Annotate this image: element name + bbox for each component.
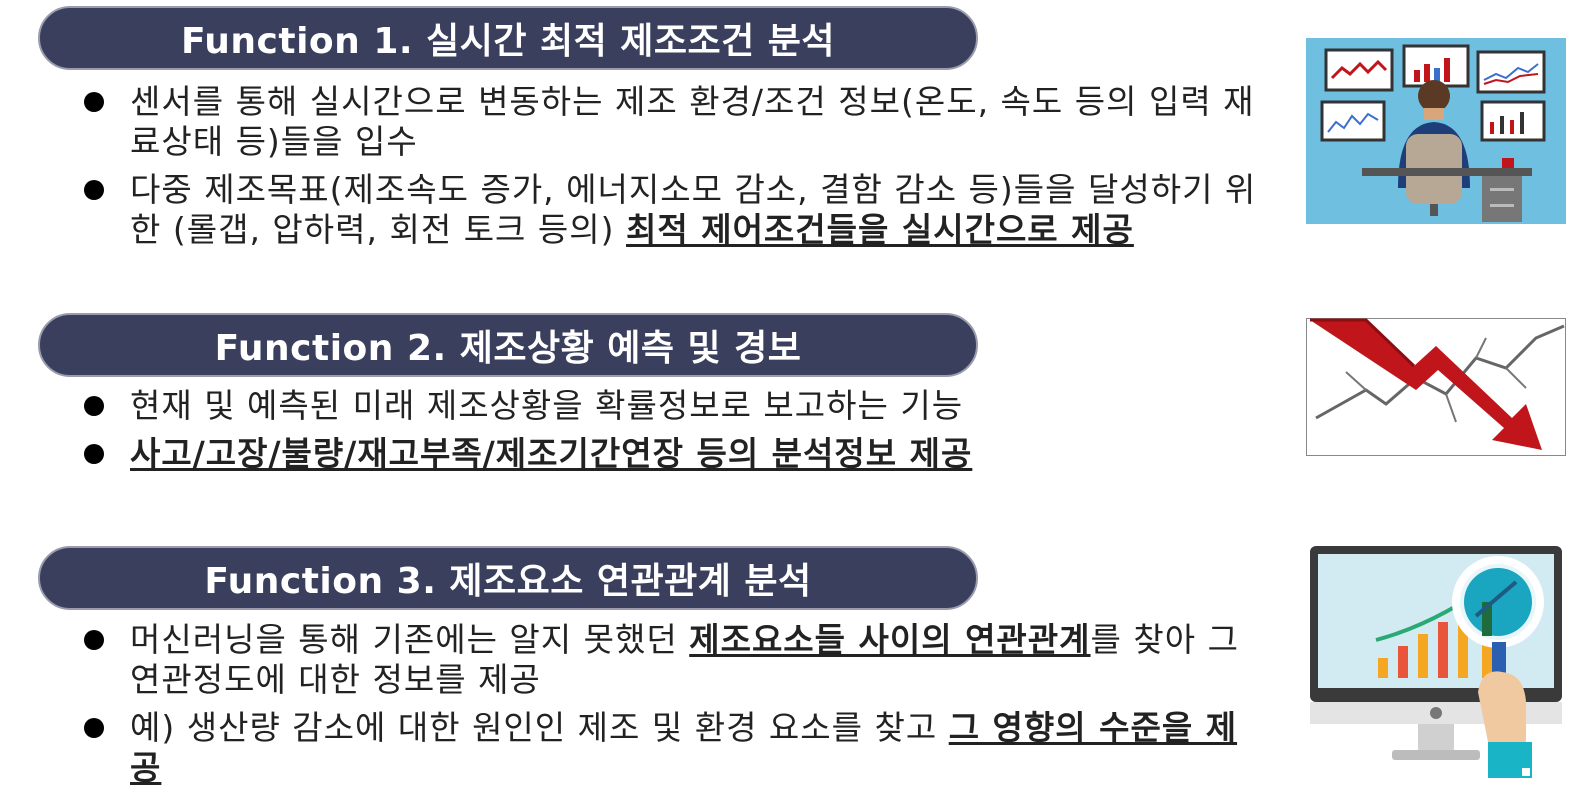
section-1-title: Function 1. 실시간 최적 제조조건 분석: [180, 21, 836, 62]
bullet-text: 현재 및 예측된 미래 제조상황을 확률정보로 보고하는 기능: [130, 386, 964, 425]
monitor-magnifier-chart-icon: [1310, 546, 1562, 778]
list-item: 다중 제조목표(제조속도 증가, 에너지소모 감소, 결함 감소 등)들을 달성…: [80, 170, 1265, 250]
section-2-bullets: 현재 및 예측된 미래 제조상황을 확률정보로 보고하는 기능 사고/고장/불량…: [80, 386, 1265, 482]
section-3-bullets: 머신러닝을 통해 기존에는 알지 못했던 제조요소들 사이의 연관관계를 찾아 …: [80, 620, 1265, 796]
bullet-highlight: 그 영향의 수준을 제공: [130, 708, 1238, 787]
bullet-text: 머신러닝을 통해 기존에는 알지 못했던: [130, 620, 690, 659]
section-2-title: Function 2. 제조상황 예측 및 경보: [214, 328, 802, 369]
bullet-highlight: 제조요소들 사이의 연관관계: [689, 620, 1091, 659]
section-1-bullets: 센서를 통해 실시간으로 변동하는 제조 환경/조건 정보(온도, 속도 등의 …: [80, 82, 1265, 258]
section-3-title: Function 3. 제조요소 연관관계 분석: [204, 561, 812, 602]
falling-arrow-crack-icon: [1306, 318, 1566, 456]
list-item: 센서를 통해 실시간으로 변동하는 제조 환경/조건 정보(온도, 속도 등의 …: [80, 82, 1265, 162]
list-item: 예) 생산량 감소에 대한 원인인 제조 및 환경 요소를 찾고 그 영향의 수…: [80, 708, 1265, 788]
bullet-text-tail: 를 찾아 그 연관정도에 대한 정보를 제공: [130, 620, 1239, 699]
bullet-highlight: 최적 제어조건들을 실시간으로 제공: [626, 210, 1134, 249]
analyst-at-monitors-icon: [1306, 38, 1566, 224]
section-1-header: Function 1. 실시간 최적 제조조건 분석: [38, 6, 978, 70]
bullet-highlight: 사고/고장/불량/재고부족/제조기간연장 등의 분석정보 제공: [130, 434, 973, 473]
bullet-dot-icon: [84, 92, 104, 112]
bullet-dot-icon: [84, 396, 104, 416]
bullet-dot-icon: [84, 630, 104, 650]
bullet-dot-icon: [84, 718, 104, 738]
bullet-dot-icon: [84, 444, 104, 464]
bullet-text: 예) 생산량 감소에 대한 원인인 제조 및 환경 요소를 찾고: [130, 708, 949, 747]
list-item: 현재 및 예측된 미래 제조상황을 확률정보로 보고하는 기능: [80, 386, 1265, 426]
section-2-header: Function 2. 제조상황 예측 및 경보: [38, 313, 978, 377]
bullet-text: 센서를 통해 실시간으로 변동하는 제조 환경/조건 정보(온도, 속도 등의 …: [130, 82, 1255, 161]
bullet-dot-icon: [84, 180, 104, 200]
list-item: 사고/고장/불량/재고부족/제조기간연장 등의 분석정보 제공: [80, 434, 1265, 474]
list-item: 머신러닝을 통해 기존에는 알지 못했던 제조요소들 사이의 연관관계를 찾아 …: [80, 620, 1265, 700]
bullet-text: 다중 제조목표(제조속도 증가, 에너지소모 감소, 결함 감소 등)들을 달성…: [130, 170, 1257, 249]
section-3-header: Function 3. 제조요소 연관관계 분석: [38, 546, 978, 610]
